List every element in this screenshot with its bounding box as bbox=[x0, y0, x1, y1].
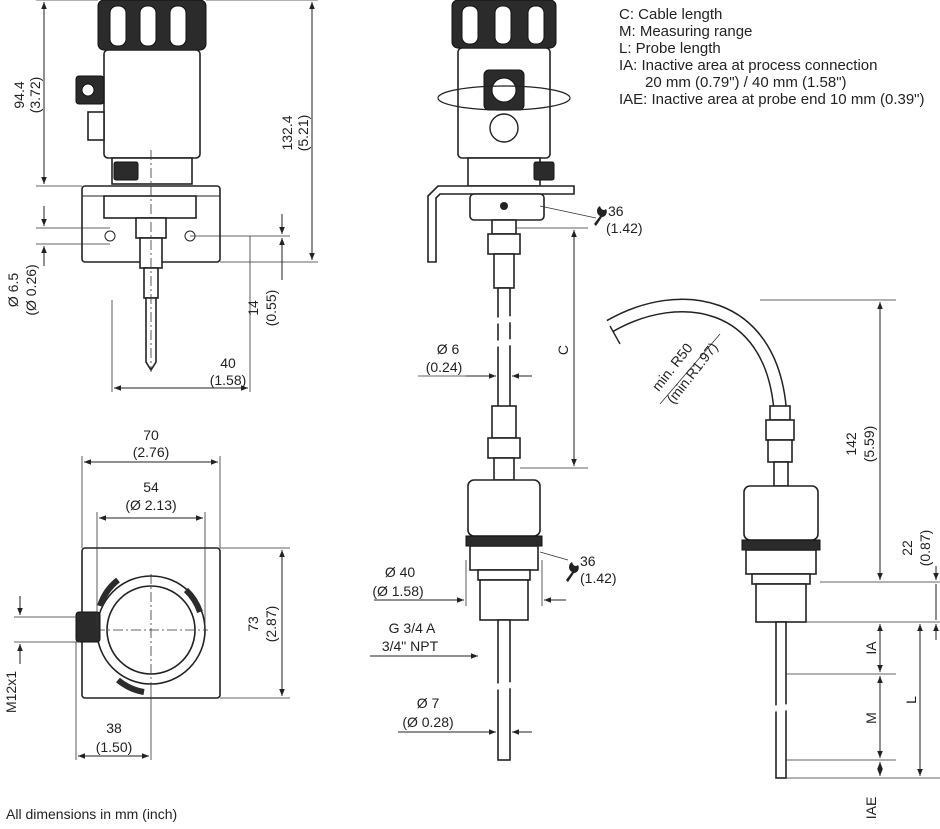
top-view-dimensions bbox=[14, 456, 290, 760]
dim-phi-0-28: (Ø 0.28) bbox=[402, 714, 453, 730]
legend-ia: IA: Inactive area at process connection bbox=[619, 57, 878, 74]
dim-phi-0-24: (0.24) bbox=[426, 359, 463, 375]
dim-phi-7: Ø 7 bbox=[417, 695, 440, 711]
dim-ia: IA bbox=[863, 641, 879, 655]
dim-2-13: (Ø 2.13) bbox=[125, 497, 176, 513]
wrench-icon bbox=[594, 206, 607, 226]
wrench-icon bbox=[566, 562, 579, 582]
dim-m12x1: M12x1 bbox=[3, 671, 19, 713]
dim-14: 14 bbox=[245, 300, 261, 316]
probe-view bbox=[606, 298, 821, 779]
dim-132-4: 132.4 bbox=[279, 115, 295, 150]
dim-70: 70 bbox=[143, 427, 159, 443]
dim-0-55: (0.55) bbox=[263, 290, 279, 327]
dim-cable-c: C bbox=[555, 345, 571, 355]
dim-wrench-36-top: 36 bbox=[608, 203, 624, 219]
legend-c: C: Cable length bbox=[619, 6, 723, 23]
thread-npt: 3/4" NPT bbox=[382, 638, 439, 654]
dim-wrench-1-42-bottom: (1.42) bbox=[580, 570, 617, 586]
dim-iae: IAE bbox=[863, 797, 879, 820]
dim-5-21: (5.21) bbox=[295, 115, 311, 152]
dim-142: 142 bbox=[843, 432, 859, 456]
dim-54: 54 bbox=[143, 479, 159, 495]
remote-dimensions bbox=[370, 205, 597, 735]
legend-l: L: Probe length bbox=[619, 40, 721, 57]
thread-g34: G 3/4 A bbox=[389, 620, 436, 636]
dim-phi-6: Ø 6 bbox=[437, 341, 460, 357]
side-view-dimensions bbox=[36, 0, 318, 392]
legend-iae: IAE: Inactive area at probe end 10 mm (0… bbox=[619, 91, 925, 108]
dim-wrench-36-bottom: 36 bbox=[580, 553, 596, 569]
dim-94-4: 94.4 bbox=[11, 81, 27, 108]
probe-dimensions bbox=[659, 299, 940, 779]
legend-m: M: Measuring range bbox=[619, 23, 753, 40]
dim-22: 22 bbox=[899, 540, 915, 556]
footer-note: All dimensions in mm (inch) bbox=[6, 806, 178, 822]
dim-3-72: (3.72) bbox=[27, 77, 43, 114]
top-view bbox=[75, 547, 221, 699]
dim-2-87: (2.87) bbox=[263, 606, 279, 643]
dim-0-26: (Ø 0.26) bbox=[23, 264, 39, 315]
dim-0-87: (0.87) bbox=[917, 530, 933, 567]
legend-ia-values: 20 mm (0.79") / 40 mm (1.58") bbox=[645, 74, 847, 91]
dim-m: M bbox=[863, 712, 879, 724]
dim-phi-1-58: (Ø 1.58) bbox=[372, 583, 423, 599]
dim-40: 40 bbox=[220, 355, 236, 371]
dim-phi-40: Ø 40 bbox=[385, 564, 416, 580]
dim-wrench-1-42-top: (1.42) bbox=[606, 220, 643, 236]
dim-1-58: (1.58) bbox=[210, 372, 247, 388]
dim-6-5: Ø 6.5 bbox=[5, 273, 21, 307]
dim-73: 73 bbox=[245, 616, 261, 632]
dim-l: L bbox=[903, 696, 919, 704]
legend: C: Cable length M: Measuring range L: Pr… bbox=[619, 6, 925, 108]
dim-38: 38 bbox=[106, 720, 122, 736]
dim-1-50: (1.50) bbox=[96, 739, 133, 755]
remote-electronics-head bbox=[427, 0, 575, 761]
dim-5-59: (5.59) bbox=[861, 426, 877, 463]
dim-2-76: (2.76) bbox=[133, 444, 170, 460]
side-view-housing bbox=[75, 0, 221, 372]
